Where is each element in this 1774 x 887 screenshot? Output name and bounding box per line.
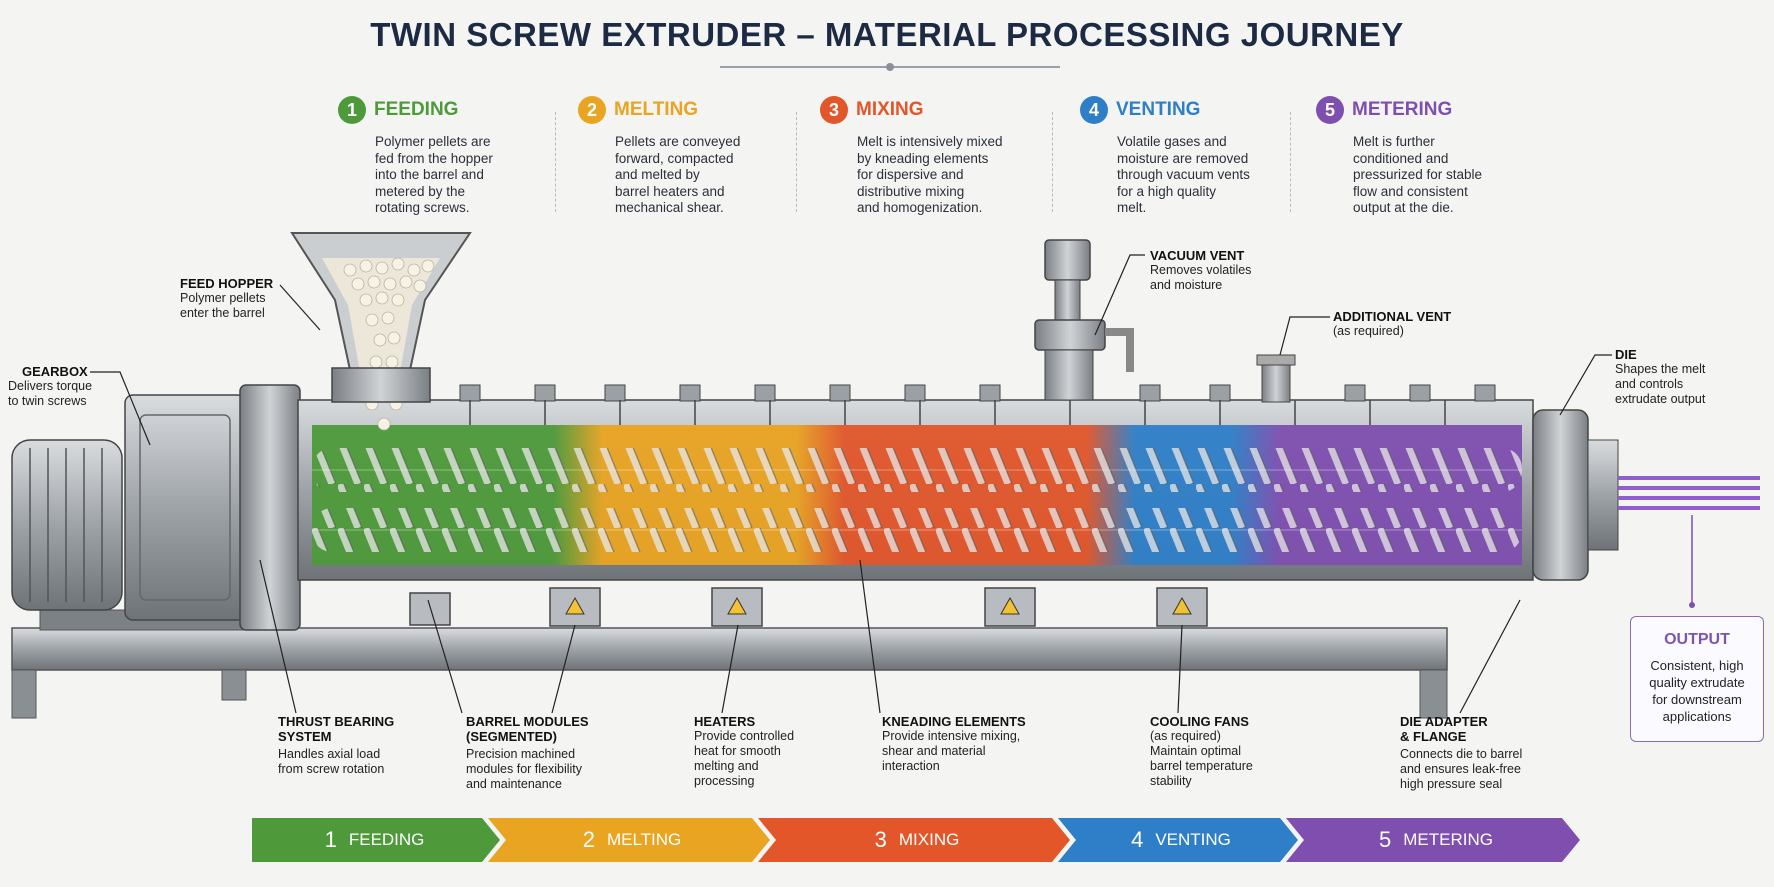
page-title: TWIN SCREW EXTRUDER – MATERIAL PROCESSIN… <box>370 16 1404 53</box>
banner-arrow-mixing <box>758 818 1070 862</box>
stage-separator <box>1052 112 1053 212</box>
stage-number: 4 <box>1080 96 1108 124</box>
stage-metering: 5 METERING Melt is further conditioned an… <box>1316 96 1526 217</box>
stage-number: 5 <box>1316 96 1344 124</box>
stage-title: METERING <box>1352 99 1453 120</box>
stage-description: Volatile gases and moisture are removed … <box>1117 134 1250 215</box>
output-text: Consistent, high quality extrudate for d… <box>1649 658 1745 724</box>
stage-separator <box>1290 112 1291 212</box>
stage-description: Polymer pellets are fed from the hopper … <box>375 134 493 215</box>
callout-cooling-fans: COOLING FANS(as required) Maintain optim… <box>1150 714 1253 788</box>
banner-arrow-feeding <box>252 818 500 862</box>
stage-number: 1 <box>338 96 366 124</box>
stage-description: Melt is further conditioned and pressuri… <box>1353 134 1483 215</box>
stage-feeding: 1 FEEDING Polymer pellets are fed from th… <box>338 96 548 217</box>
stage-venting: 4 VENTING Volatile gases and moisture are… <box>1080 96 1290 217</box>
stage-title: MIXING <box>856 99 924 120</box>
stage-separator <box>555 112 556 212</box>
stage-description: Melt is intensively mixed by kneading el… <box>857 134 1003 215</box>
banner-arrow-venting <box>1058 818 1298 862</box>
stage-title: VENTING <box>1116 99 1201 120</box>
output-box: OUTPUT Consistent, high quality extrudat… <box>1630 616 1764 742</box>
stage-separator <box>796 112 797 212</box>
callout-barrel-modules: BARREL MODULES (SEGMENTED)Precision mach… <box>466 714 589 791</box>
stage-title: FEEDING <box>374 99 459 120</box>
stage-number: 3 <box>820 96 848 124</box>
stage-mixing: 3 MIXING Melt is intensively mixed by kne… <box>820 96 1030 217</box>
stage-melting: 2 MELTING Pellets are conveyed forward, c… <box>578 96 788 217</box>
output-title: OUTPUT <box>1664 631 1730 648</box>
stage-description: Pellets are conveyed forward, compacted … <box>615 134 741 215</box>
banner-arrow-metering <box>1286 818 1580 862</box>
banner-arrow-melting <box>488 818 770 862</box>
stage-title: MELTING <box>614 99 699 120</box>
callout-additional-vent: ADDITIONAL VENT(as required) <box>1333 309 1452 338</box>
title-divider-dot <box>886 63 894 71</box>
stage-number: 2 <box>578 96 606 124</box>
